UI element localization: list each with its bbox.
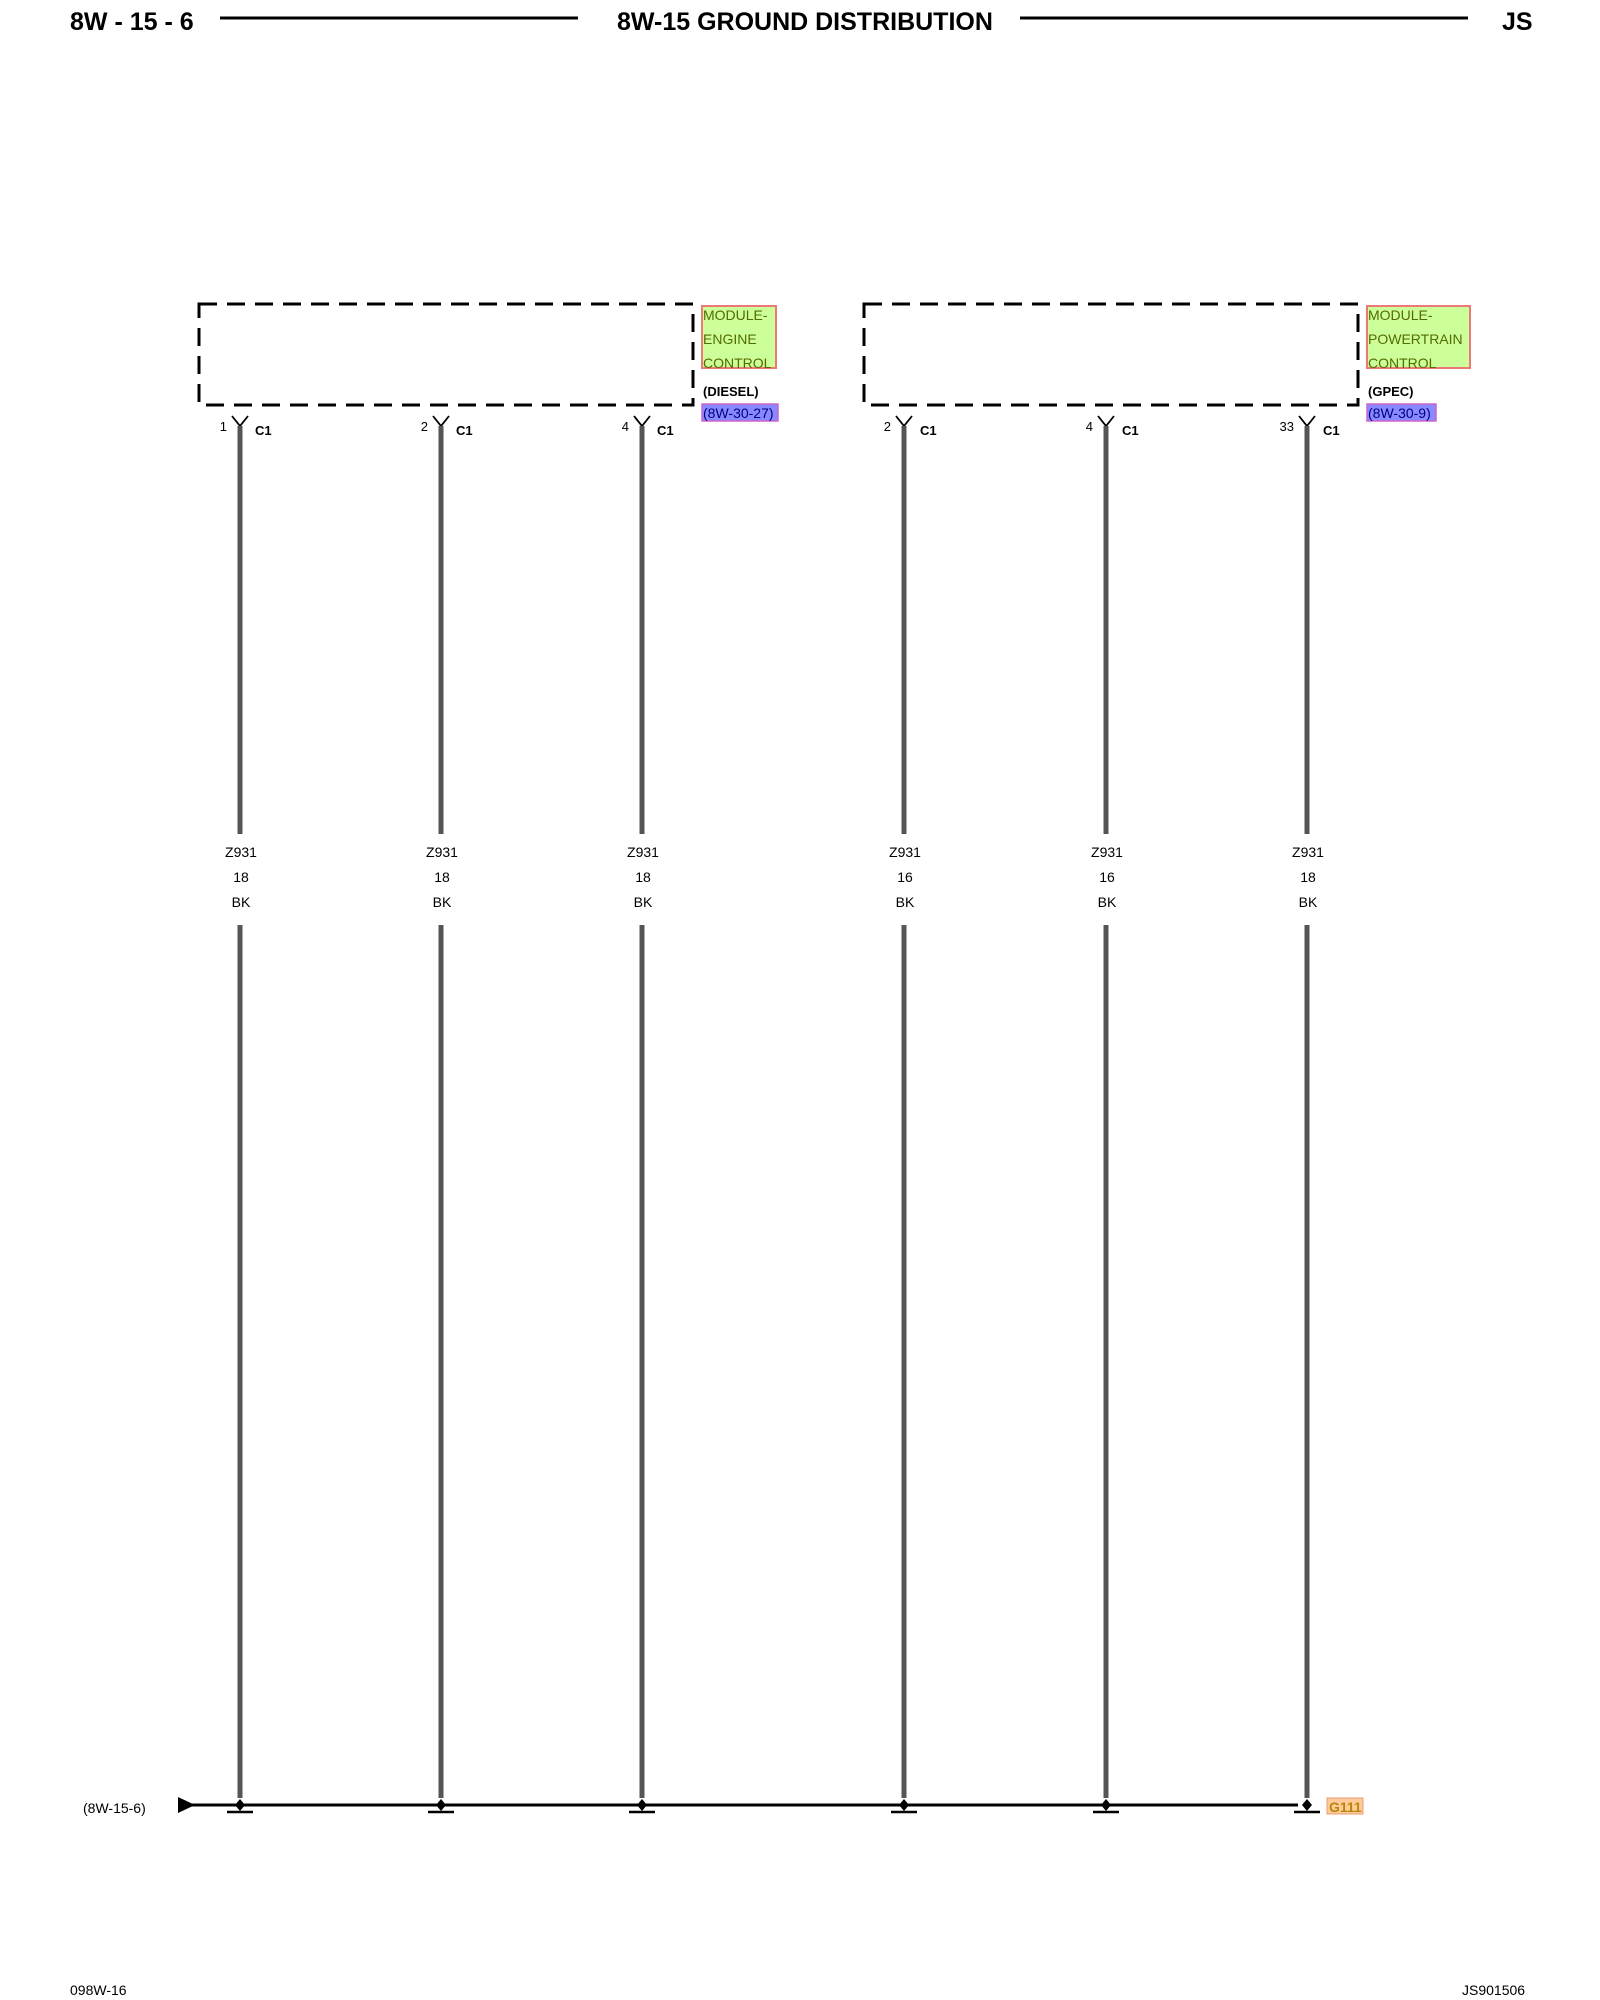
connector-id: C1 bbox=[920, 423, 937, 438]
module-name-line: CONTROL bbox=[1368, 355, 1437, 371]
connector-pin-symbol bbox=[231, 415, 249, 428]
wire-color: BK bbox=[634, 894, 653, 910]
module-name-line: MODULE- bbox=[1368, 307, 1433, 323]
module-boundary bbox=[862, 302, 1360, 407]
connector-pin-symbol bbox=[1097, 415, 1115, 428]
wire: 1 C1 Z931 18 BK bbox=[220, 415, 272, 1814]
splice-dot bbox=[1302, 1799, 1312, 1811]
ground-label-highlight bbox=[1326, 1797, 1364, 1815]
module-boundary bbox=[197, 302, 695, 407]
ground-label: G111 bbox=[1329, 1799, 1362, 1815]
connector-id: C1 bbox=[1323, 423, 1340, 438]
module-ref-link[interactable]: (8W-30-27) bbox=[703, 405, 774, 421]
connector-id: C1 bbox=[456, 423, 473, 438]
wire-circuit: Z931 bbox=[889, 844, 921, 860]
wire-circuit: Z931 bbox=[1091, 844, 1123, 860]
wire-gauge: 18 bbox=[434, 869, 450, 885]
wire-circuit: Z931 bbox=[225, 844, 257, 860]
module-name-highlight bbox=[701, 305, 777, 369]
connector-id: C1 bbox=[657, 423, 674, 438]
pin-number: 4 bbox=[622, 419, 629, 434]
wire-gauge: 18 bbox=[1300, 869, 1316, 885]
wire: 4 C1 Z931 16 BK bbox=[1086, 415, 1139, 1814]
bus-ref-link[interactable]: (8W-15-6) bbox=[83, 1800, 146, 1816]
connector-pin-symbol bbox=[633, 415, 651, 428]
wire: 4 C1 Z931 18 BK bbox=[622, 415, 674, 1814]
page-number: 8W - 15 - 6 bbox=[70, 8, 194, 36]
pin-number: 4 bbox=[1086, 419, 1093, 434]
ground-bus: (8W-15-6) G111 bbox=[83, 1797, 1364, 1816]
footer-left-code: 098W-16 bbox=[70, 1982, 127, 1998]
module-name-line: CONTROL bbox=[703, 355, 772, 371]
wire-color: BK bbox=[1098, 894, 1117, 910]
pin-number: 2 bbox=[884, 419, 891, 434]
pin-number: 33 bbox=[1280, 419, 1294, 434]
wire-circuit: Z931 bbox=[426, 844, 458, 860]
wire-color: BK bbox=[896, 894, 915, 910]
module-variant: (GPEC) bbox=[1368, 384, 1414, 399]
wire-gauge: 16 bbox=[897, 869, 913, 885]
module-name-highlight bbox=[1366, 305, 1471, 369]
module-name-line: ENGINE bbox=[703, 331, 757, 347]
wire-circuit: Z931 bbox=[627, 844, 659, 860]
module-engine-control: MODULE- ENGINE CONTROL (DIESEL) (8W-30-2… bbox=[197, 302, 779, 422]
module-powertrain-control: MODULE- POWERTRAIN CONTROL (GPEC) (8W-30… bbox=[862, 302, 1471, 422]
module-variant: (DIESEL) bbox=[703, 384, 759, 399]
connector-id: C1 bbox=[255, 423, 272, 438]
wire: 33 C1 Z931 18 BK bbox=[1280, 415, 1340, 1814]
connector-pin-symbol bbox=[895, 415, 913, 428]
module-ref-highlight bbox=[701, 403, 779, 422]
connector-pin-symbol bbox=[1298, 415, 1316, 428]
wire-color: BK bbox=[232, 894, 251, 910]
wire-gauge: 18 bbox=[635, 869, 651, 885]
pin-number: 1 bbox=[220, 419, 227, 434]
module-name-line: POWERTRAIN bbox=[1368, 331, 1463, 347]
page-title: 8W-15 GROUND DISTRIBUTION bbox=[617, 8, 993, 36]
wire-color: BK bbox=[433, 894, 452, 910]
footer-right-code: JS901506 bbox=[1462, 1982, 1526, 1998]
connector-pin-symbol bbox=[432, 415, 450, 428]
wire: 2 C1 Z931 18 BK bbox=[421, 415, 473, 1814]
connector-id: C1 bbox=[1122, 423, 1139, 438]
module-name-line: MODULE- bbox=[703, 307, 768, 323]
module-ref-link[interactable]: (8W-30-9) bbox=[1368, 405, 1431, 421]
module-ref-highlight bbox=[1366, 403, 1437, 422]
pin-number: 2 bbox=[421, 419, 428, 434]
wire-gauge: 18 bbox=[233, 869, 249, 885]
wire: 2 C1 Z931 16 BK bbox=[884, 415, 937, 1814]
wire-group: 1 C1 Z931 18 BK 2 C1 Z931 18 BK 4 bbox=[220, 415, 1340, 1814]
wire-gauge: 16 bbox=[1099, 869, 1115, 885]
wire-color: BK bbox=[1299, 894, 1318, 910]
model-code: JS bbox=[1502, 8, 1533, 36]
wire-circuit: Z931 bbox=[1292, 844, 1324, 860]
